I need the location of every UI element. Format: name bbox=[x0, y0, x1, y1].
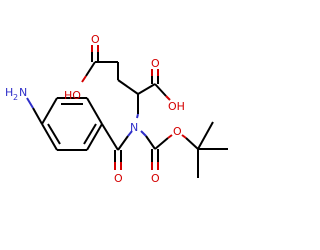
right-acid-o-label: O bbox=[151, 57, 160, 70]
ring-to-amine-bond bbox=[32, 107, 43, 125]
carbamate-o-single-label: O bbox=[173, 125, 182, 138]
benzene-ring bbox=[41, 97, 103, 151]
right-acid-c-oh-bond bbox=[154, 83, 167, 97]
n-to-carbamate-bond bbox=[145, 135, 156, 150]
amide-n-label: N bbox=[130, 121, 138, 134]
top-acid-c-oh-bond bbox=[85, 61, 96, 77]
alpha-to-ch2-bond bbox=[117, 79, 139, 95]
amide-o-label: O bbox=[114, 172, 123, 185]
n-to-alpha-bond-colored bbox=[136, 113, 139, 119]
tbu-methyl-up bbox=[197, 121, 214, 150]
amine-bond-colored bbox=[26, 97, 34, 109]
carbamate-c-o-single-bond bbox=[154, 137, 169, 150]
top-acid-ho-label: HO bbox=[64, 89, 81, 102]
amine-h-label: H bbox=[5, 86, 13, 99]
carbonyl-to-n-bond-colored bbox=[127, 130, 133, 137]
o-to-tbu-bond bbox=[185, 137, 199, 150]
amine-sub-label: 2 bbox=[13, 93, 18, 102]
o-to-tbu-bond-colored bbox=[181, 134, 187, 139]
alpha-to-acid-c-bond bbox=[137, 83, 156, 95]
top-acid-o-label: O bbox=[91, 33, 100, 46]
amine-n-label: N bbox=[19, 86, 27, 99]
carbamate-o-single-bond-colored bbox=[167, 134, 173, 139]
right-acid-oh-bond-colored bbox=[165, 95, 171, 101]
ring-to-carbonyl-bond bbox=[101, 123, 119, 151]
molecule-structure-diagram: H 2 N O N O HO O OH O O bbox=[5, 33, 228, 185]
right-acid-oh-label: OH bbox=[168, 100, 185, 113]
carbonyl-to-n-bond bbox=[117, 135, 129, 151]
top-acid-oh-bond-colored bbox=[81, 75, 87, 83]
n-to-carbamate-bond-colored bbox=[140, 130, 147, 137]
carbamate-o-double-label: O bbox=[151, 172, 160, 185]
